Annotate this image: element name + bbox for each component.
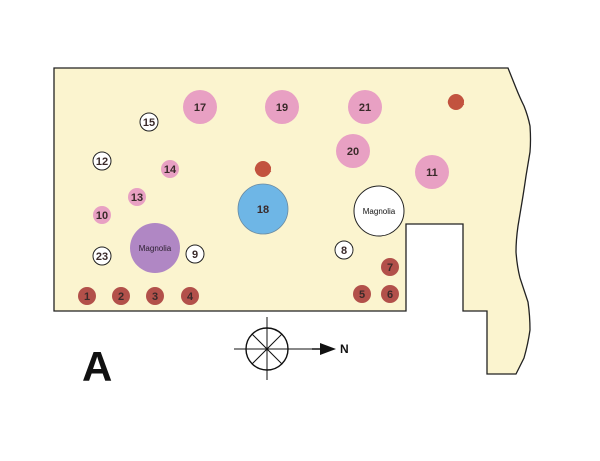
svg-text:14: 14 xyxy=(164,164,177,176)
tree-15: 15 xyxy=(139,112,159,132)
tree-10: 10 xyxy=(93,206,111,224)
tree-4: 4 xyxy=(181,287,199,305)
svg-text:20: 20 xyxy=(347,146,359,158)
tree-6: 6 xyxy=(381,285,399,303)
svg-text:10: 10 xyxy=(96,210,108,222)
cedar-tree-right: CDR xyxy=(447,94,465,110)
svg-text:3: 3 xyxy=(152,291,158,303)
svg-text:Magnolia: Magnolia xyxy=(139,244,172,253)
svg-text:Magnolia: Magnolia xyxy=(363,207,396,216)
svg-text:17: 17 xyxy=(194,102,206,114)
tree-5: 5 xyxy=(353,285,371,303)
svg-text:CDR: CDR xyxy=(447,98,465,107)
magnolia-white-tree: Magnolia xyxy=(353,185,405,237)
svg-text:13: 13 xyxy=(131,192,143,204)
tree-17: 17 xyxy=(183,90,217,124)
north-arrow: N xyxy=(234,317,349,380)
svg-text:4: 4 xyxy=(187,291,194,303)
tree-2: 2 xyxy=(112,287,130,305)
svg-text:7: 7 xyxy=(387,262,393,274)
svg-text:CDR: CDR xyxy=(254,165,272,174)
svg-text:6: 6 xyxy=(387,289,393,301)
svg-text:23: 23 xyxy=(96,251,108,263)
svg-text:12: 12 xyxy=(96,156,108,168)
tree-7: 7 xyxy=(381,258,399,276)
svg-text:18: 18 xyxy=(257,204,269,216)
tree-1: 1 xyxy=(78,287,96,305)
tree-12: 12 xyxy=(92,151,112,171)
tree-8: 8 xyxy=(334,240,354,260)
svg-text:15: 15 xyxy=(143,117,155,129)
tree-14: 14 xyxy=(161,160,179,178)
svg-text:1: 1 xyxy=(84,291,90,303)
svg-text:8: 8 xyxy=(341,245,347,257)
tree-21: 21 xyxy=(348,90,382,124)
cedar-tree-center: CDR xyxy=(254,161,272,177)
svg-text:9: 9 xyxy=(192,249,198,261)
tree-13: 13 xyxy=(128,188,146,206)
tree-23: 23 xyxy=(92,246,112,266)
svg-text:N: N xyxy=(340,342,349,356)
lot-outline xyxy=(53,67,532,375)
svg-text:21: 21 xyxy=(359,102,371,114)
tree-9: 9 xyxy=(185,244,205,264)
magnolia-purple-tree: Magnolia xyxy=(130,223,180,273)
svg-text:11: 11 xyxy=(426,167,438,179)
tree-19: 19 xyxy=(265,90,299,124)
tree-3: 3 xyxy=(146,287,164,305)
svg-text:5: 5 xyxy=(359,289,365,301)
svg-text:2: 2 xyxy=(118,291,124,303)
panel-letter: A xyxy=(82,343,112,390)
tree-11: 11 xyxy=(415,155,449,189)
tree-20: 20 xyxy=(336,134,370,168)
svg-text:19: 19 xyxy=(276,102,288,114)
tree-18: 18 xyxy=(237,183,289,235)
